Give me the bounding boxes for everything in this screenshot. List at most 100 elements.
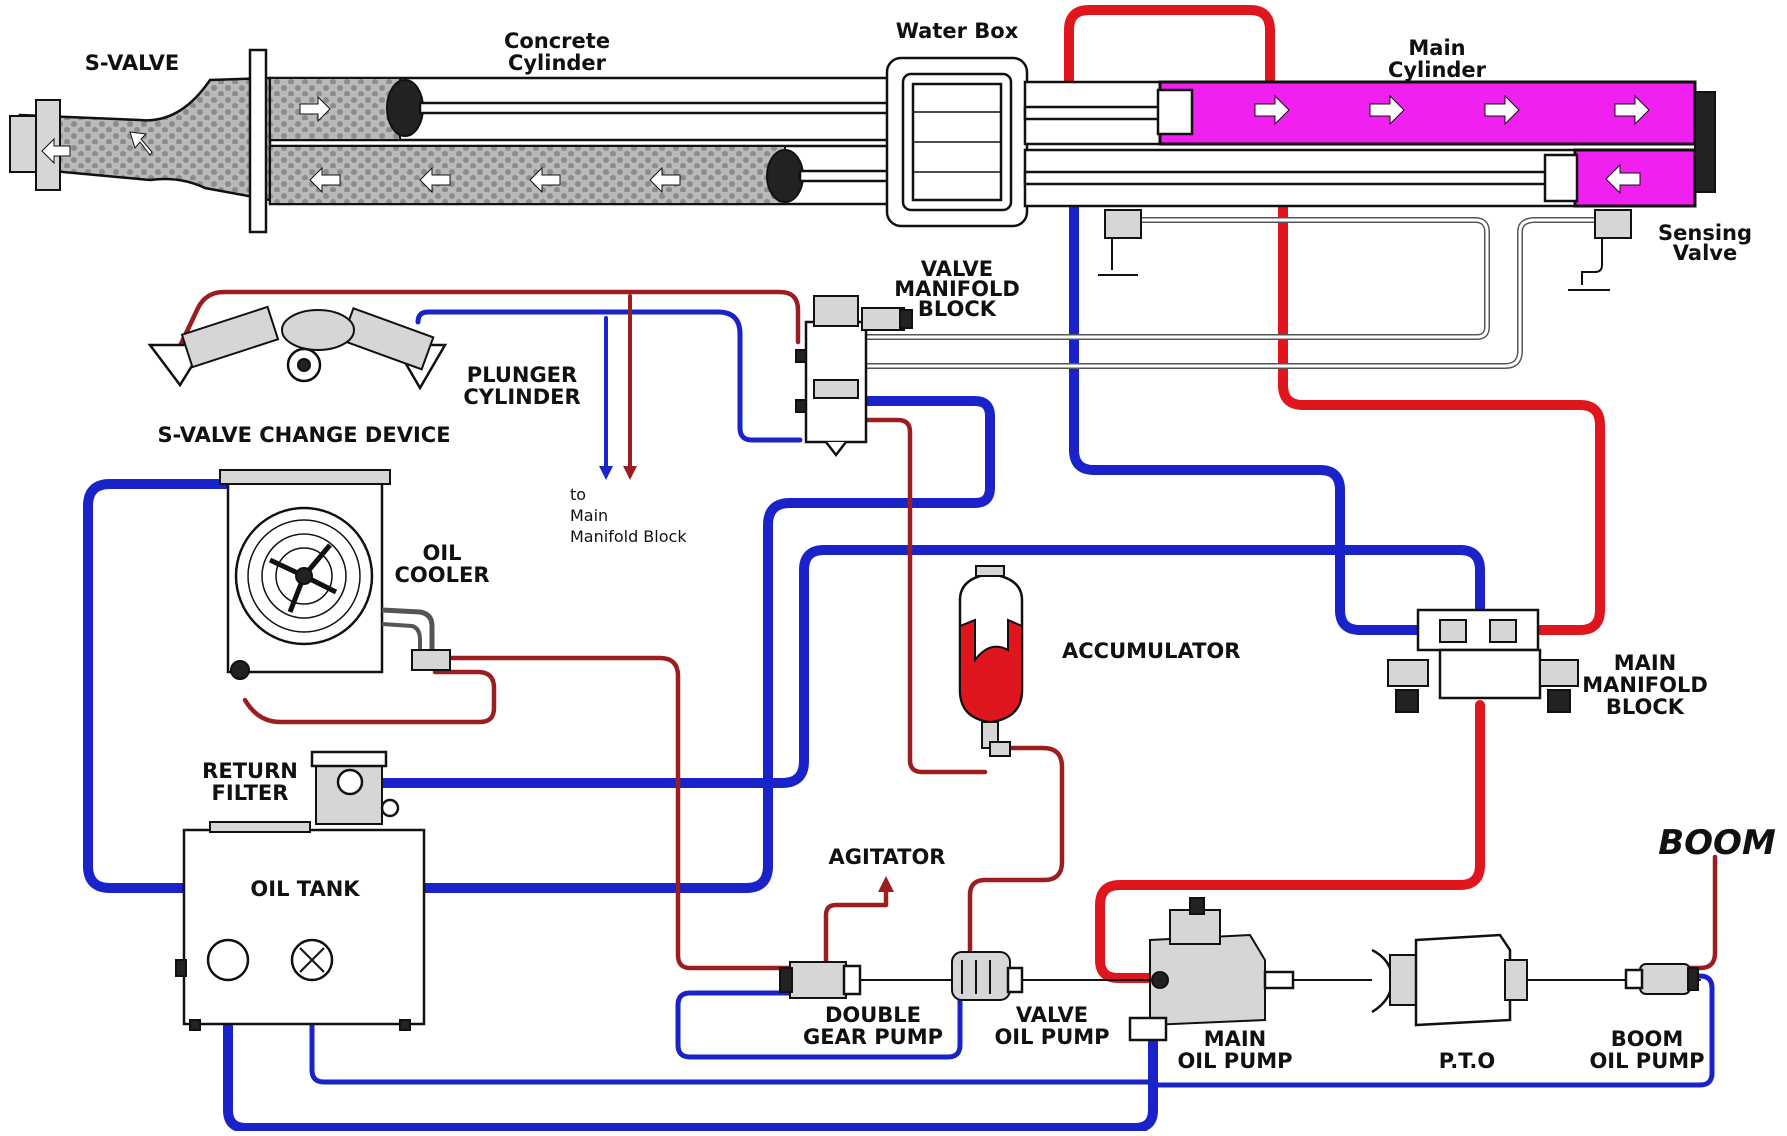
label-oil-cooler-1: OIL xyxy=(422,541,461,565)
main-cylinder-crossover-cap xyxy=(1694,91,1716,193)
valve-pump-loop-line xyxy=(675,977,963,1060)
label-boom-oil-pump-2: OIL PUMP xyxy=(1589,1049,1704,1073)
fan-blade-icon xyxy=(268,543,338,613)
return-filter-line xyxy=(345,545,1485,788)
boom-line xyxy=(1687,854,1718,971)
swing-arm xyxy=(281,309,355,351)
s-valve-change-device xyxy=(147,305,448,391)
arrow-left-icon xyxy=(1605,163,1641,195)
label-valve-oil-pump-2: OIL PUMP xyxy=(994,1025,1109,1049)
accumulator xyxy=(958,565,1024,757)
valve-manifold-block xyxy=(795,295,913,458)
arrow-left-icon xyxy=(529,166,561,194)
agitator-line xyxy=(823,885,889,971)
label-concrete-cylinder-2: Cylinder xyxy=(508,51,607,75)
cooler-port xyxy=(230,660,250,680)
main-cylinder-assembly xyxy=(1023,80,1716,291)
piston-rod-top xyxy=(418,101,892,115)
cooler-to-tank-line xyxy=(83,479,380,893)
sensing-valve-right xyxy=(1594,209,1632,239)
label-valve-oil-pump-1: VALVE xyxy=(1016,1003,1088,1027)
arrow-right-icon xyxy=(1484,94,1520,126)
oil-tank xyxy=(175,821,426,1031)
main-piston-bottom xyxy=(1543,153,1579,203)
label-oil-cooler-2: COOLER xyxy=(394,563,489,587)
label-main-cylinder-2: Cylinder xyxy=(1388,58,1487,82)
gear-pump-suction-line xyxy=(309,957,1153,1085)
flow-arrows-main xyxy=(1254,94,1650,195)
valve-manifold-to-accumulator-line xyxy=(863,417,988,775)
concrete-fill-bottom xyxy=(269,145,786,205)
label-double-gear-pump-1: DOUBLE xyxy=(825,1003,921,1027)
s-valve-outlet-flange xyxy=(9,115,37,173)
pilot-pressure-lines xyxy=(177,289,1718,971)
cooler-loop-line xyxy=(242,669,497,725)
piston-head-top xyxy=(386,79,424,137)
arrow-up-left-icon xyxy=(129,131,153,156)
label-return-filter-1: RETURN xyxy=(202,759,298,783)
main-pump-pressure-line xyxy=(1095,700,1485,983)
labels: S-VALVE Concrete Cylinder Water Box Main… xyxy=(85,19,1776,1073)
return-lines-thick xyxy=(83,165,1615,1133)
double-gear-pump xyxy=(779,961,862,999)
arrow-left-icon xyxy=(41,137,71,165)
s-valve-outlet-collar xyxy=(35,99,61,191)
piston-rod-bottom xyxy=(798,169,892,183)
sensing-valve-left-drain xyxy=(1098,238,1138,276)
arrow-down-icon xyxy=(623,466,637,480)
label-oil-tank: OIL TANK xyxy=(250,877,360,901)
plunger-cylinder-left xyxy=(180,305,280,369)
arrow-right-icon xyxy=(1254,94,1290,126)
boom-oil-pump xyxy=(1624,963,1699,995)
label-valve-manifold-2: MANIFOLD xyxy=(894,277,1020,301)
pipe-network xyxy=(83,5,1718,1133)
main-cylinder-top-fill xyxy=(1158,80,1697,146)
label-to-main-manifold-3: Manifold Block xyxy=(570,527,687,546)
main-rod-top xyxy=(1023,105,1167,121)
label-main-manifold-1: MAIN xyxy=(1614,651,1677,675)
valve-manifold-return-line xyxy=(390,396,995,893)
label-valve-manifold-1: VALVE xyxy=(921,257,993,281)
oil-cooler xyxy=(219,469,451,680)
main-suction-line xyxy=(223,955,1158,1133)
label-boom-oil-pump-1: BOOM xyxy=(1611,1027,1684,1051)
label-sensing-valve-1: Sensing xyxy=(1658,221,1752,245)
arrowheads xyxy=(599,466,894,892)
boom-pump-suction-line xyxy=(1150,973,1715,1088)
label-pto: P.T.O xyxy=(1439,1049,1495,1073)
main-manifold-block xyxy=(1387,608,1579,713)
arrow-right-icon xyxy=(299,95,331,123)
return-filter xyxy=(310,750,400,825)
label-s-valve-change-device: S-VALVE CHANGE DEVICE xyxy=(157,423,450,447)
s-valve-flange-plate xyxy=(248,48,268,234)
main-rod-bottom xyxy=(1023,170,1572,186)
arrow-down-icon xyxy=(599,466,613,480)
s-valve-assembly xyxy=(9,48,892,234)
label-valve-manifold-3: BLOCK xyxy=(918,297,997,321)
cooler-fitting xyxy=(411,649,451,671)
return-lines-medium xyxy=(309,309,1715,1088)
main-cylinder-to-main-manifold-line xyxy=(1069,200,1425,635)
water-box xyxy=(885,56,1029,228)
label-main-manifold-3: BLOCK xyxy=(1606,695,1685,719)
flow-arrows-concrete xyxy=(41,95,681,194)
plunger-return-line xyxy=(415,309,803,443)
label-concrete-cylinder-1: Concrete xyxy=(504,29,610,53)
arrow-left-icon xyxy=(309,166,341,194)
sensing-valve-left xyxy=(1104,209,1142,239)
label-to-main-manifold-2: Main xyxy=(570,506,608,525)
cooler-to-gear-pump-line xyxy=(447,655,793,971)
label-s-valve: S-VALVE xyxy=(85,51,179,75)
label-boom: BOOM xyxy=(1658,823,1776,863)
valve-oil-pump xyxy=(951,951,1024,1001)
arrow-right-icon xyxy=(1369,94,1405,126)
cylinder-crossover-line xyxy=(1064,5,1275,85)
sensing-valve-right-drain xyxy=(1568,238,1610,291)
label-agitator: AGITATOR xyxy=(829,845,946,869)
main-oil-pump xyxy=(1128,897,1295,1042)
main-piston-top xyxy=(1156,88,1194,136)
concrete-fill-top xyxy=(269,77,401,141)
label-main-cylinder-1: Main xyxy=(1408,36,1465,60)
